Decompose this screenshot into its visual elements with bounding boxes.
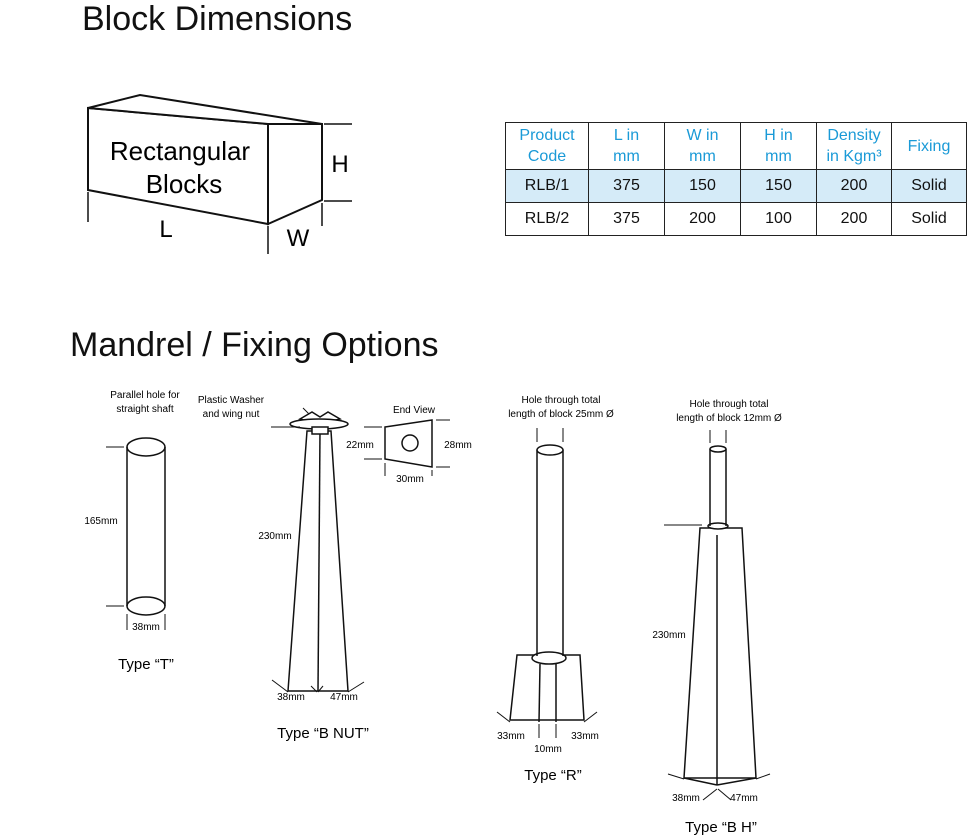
t-note-line1: Parallel hole for — [110, 390, 180, 401]
t-length-label: 165mm — [84, 516, 117, 527]
t-caption: Type “T” — [118, 656, 174, 673]
table-row: RLB/2 375 200 100 200 Solid — [505, 202, 967, 236]
end-view-diagram — [364, 419, 450, 476]
cell-fixing: Solid — [891, 169, 967, 203]
wing-nut — [298, 411, 342, 423]
end-view-right-label: 28mm — [444, 440, 472, 451]
bnut-top-hole — [311, 426, 329, 435]
table-row: RLB/1 375 150 150 200 Solid — [505, 169, 967, 203]
bnut-dim-mid-tick1 — [310, 685, 318, 693]
bnut-length-label: 230mm — [258, 531, 291, 542]
bnut-dim-right-tick — [347, 681, 365, 693]
cell-width: 150 — [664, 169, 741, 203]
cell-height: 100 — [740, 202, 817, 236]
cell-fixing: Solid — [891, 202, 967, 236]
bnut-dim-right-label: 47mm — [330, 692, 358, 703]
end-view-trapezoid — [384, 419, 433, 468]
header-fixing: Fixing — [891, 122, 967, 170]
r-base-hole — [531, 651, 567, 665]
bh-tapered-block — [683, 527, 757, 779]
r-dim-right-tick — [583, 711, 598, 723]
bh-dim-left-label: 38mm — [672, 793, 700, 804]
t-note-line2: straight shaft — [116, 404, 173, 415]
bh-shaft-top — [709, 445, 727, 453]
bh-bottom-left — [683, 777, 718, 786]
cell-code: RLB/1 — [505, 169, 589, 203]
cell-density: 200 — [816, 169, 892, 203]
r-dim-right-label: 33mm — [571, 731, 599, 742]
end-view-hole — [401, 434, 419, 452]
cell-height: 150 — [740, 169, 817, 203]
r-note-line1: Hole through total — [522, 395, 601, 406]
cell-density: 200 — [816, 202, 892, 236]
bnut-caption: Type “B NUT” — [277, 725, 369, 742]
block-label-line1: Rectangular — [110, 136, 251, 166]
bh-note-line2: length of block 12mm Ø — [676, 413, 782, 424]
bnut-dim-left-tick — [271, 679, 289, 693]
t-diameter-label: 38mm — [132, 622, 160, 633]
bh-dim-right-label: 47mm — [730, 793, 758, 804]
bnut-dim-mid-tick2 — [317, 685, 324, 693]
cell-length: 375 — [588, 202, 665, 236]
cell-code: RLB/2 — [505, 202, 589, 236]
type-bh-diagram — [664, 430, 771, 801]
bh-note-line1: Hole through total — [690, 399, 769, 410]
bh-caption: Type “B H” — [685, 819, 757, 836]
bh-dim-right-tick — [755, 773, 771, 780]
type-r-diagram — [496, 428, 598, 738]
bnut-note-leader — [302, 407, 310, 415]
block-label-line2: Blocks — [146, 169, 223, 199]
bnut-note-line2: and wing nut — [203, 409, 260, 420]
tapered-block-edge — [317, 430, 321, 692]
r-dim-left-label: 33mm — [497, 731, 525, 742]
block-side-face — [267, 123, 323, 226]
type-bnut-diagram — [271, 407, 365, 693]
length-label: L — [159, 216, 172, 243]
end-view-title: End View — [393, 405, 436, 416]
bh-length-label: 230mm — [652, 630, 685, 641]
bh-dim-mid-tick1 — [702, 788, 718, 801]
cell-length: 375 — [588, 169, 665, 203]
end-view-bottom-label: 30mm — [396, 474, 424, 485]
r-dim-bottom-label: 10mm — [534, 744, 562, 755]
rectangular-block-diagram — [87, 93, 352, 254]
r-base-block — [509, 654, 585, 721]
block-front-face — [87, 106, 269, 226]
mandrel-options-heading: Mandrel / Fixing Options — [70, 326, 439, 364]
cell-width: 200 — [664, 202, 741, 236]
bh-shaft-base — [707, 522, 729, 530]
r-dim-left-tick — [496, 711, 511, 723]
r-shaft-top — [536, 444, 564, 456]
r-caption: Type “R” — [524, 767, 582, 784]
bnut-dim-left-label: 38mm — [277, 692, 305, 703]
width-label: W — [287, 225, 310, 252]
block-dimensions-heading: Block Dimensions — [82, 0, 353, 38]
r-note-line2: length of block 25mm Ø — [508, 409, 614, 420]
cylinder-top — [126, 437, 166, 457]
cylinder-bottom — [126, 596, 166, 616]
bh-dim-mid-tick2 — [717, 788, 732, 801]
block-top-face — [87, 93, 323, 125]
bh-dim-left-tick — [667, 773, 685, 780]
bh-bottom-right — [716, 777, 757, 786]
height-label: H — [331, 151, 348, 178]
type-t-diagram — [106, 437, 166, 630]
r-base-edge1 — [538, 663, 541, 723]
bnut-note-line1: Plastic Washer — [198, 395, 265, 406]
end-view-left-label: 22mm — [346, 440, 374, 451]
tapered-block-outline — [287, 430, 349, 692]
plastic-washer — [289, 418, 349, 430]
